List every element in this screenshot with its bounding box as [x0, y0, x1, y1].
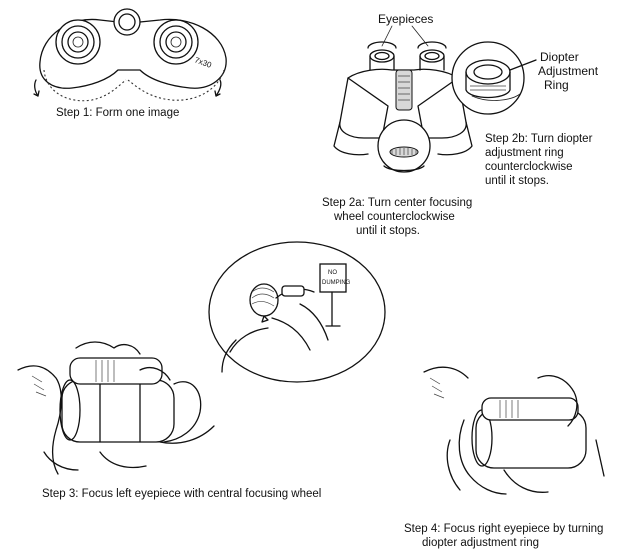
binoculars-front-icon — [33, 8, 227, 102]
sign-line2: DUMPING — [322, 280, 351, 286]
diopter-label-line2: Adjustment — [538, 64, 599, 78]
hands-holding-binoculars-right-icon — [423, 366, 605, 495]
person-with-binoculars-icon: NO DUMPING — [208, 241, 386, 383]
step2b-line4: until it stops. — [485, 175, 549, 187]
hands-holding-binoculars-icon — [17, 341, 215, 475]
eyepieces-label: Eyepieces — [378, 12, 434, 26]
step2a-line1: Step 2a: Turn center focusing — [322, 197, 473, 209]
step4-line2: diopter adjustment ring — [422, 537, 539, 549]
binoculars-top-icon — [333, 25, 537, 173]
sign-line1: NO — [328, 270, 337, 276]
step1-caption: Step 1: Form one image — [56, 107, 180, 119]
step2b-line2: adjustment ring — [485, 147, 564, 159]
step4-line1: Step 4: Focus right eyepiece by turning — [404, 523, 604, 535]
diopter-label-line3: Ring — [544, 78, 569, 92]
diopter-label-line1: Diopter — [540, 50, 579, 64]
step2b-line3: counterclockwise — [485, 161, 573, 173]
step3-caption: Step 3: Focus left eyepiece with central… — [42, 488, 322, 500]
step2a-line2: wheel counterclockwise — [334, 211, 455, 223]
binocular-marking: 7x30 — [193, 55, 213, 70]
step2a-line3: until it stops. — [356, 225, 420, 237]
step2b-line1: Step 2b: Turn diopter — [485, 133, 593, 145]
